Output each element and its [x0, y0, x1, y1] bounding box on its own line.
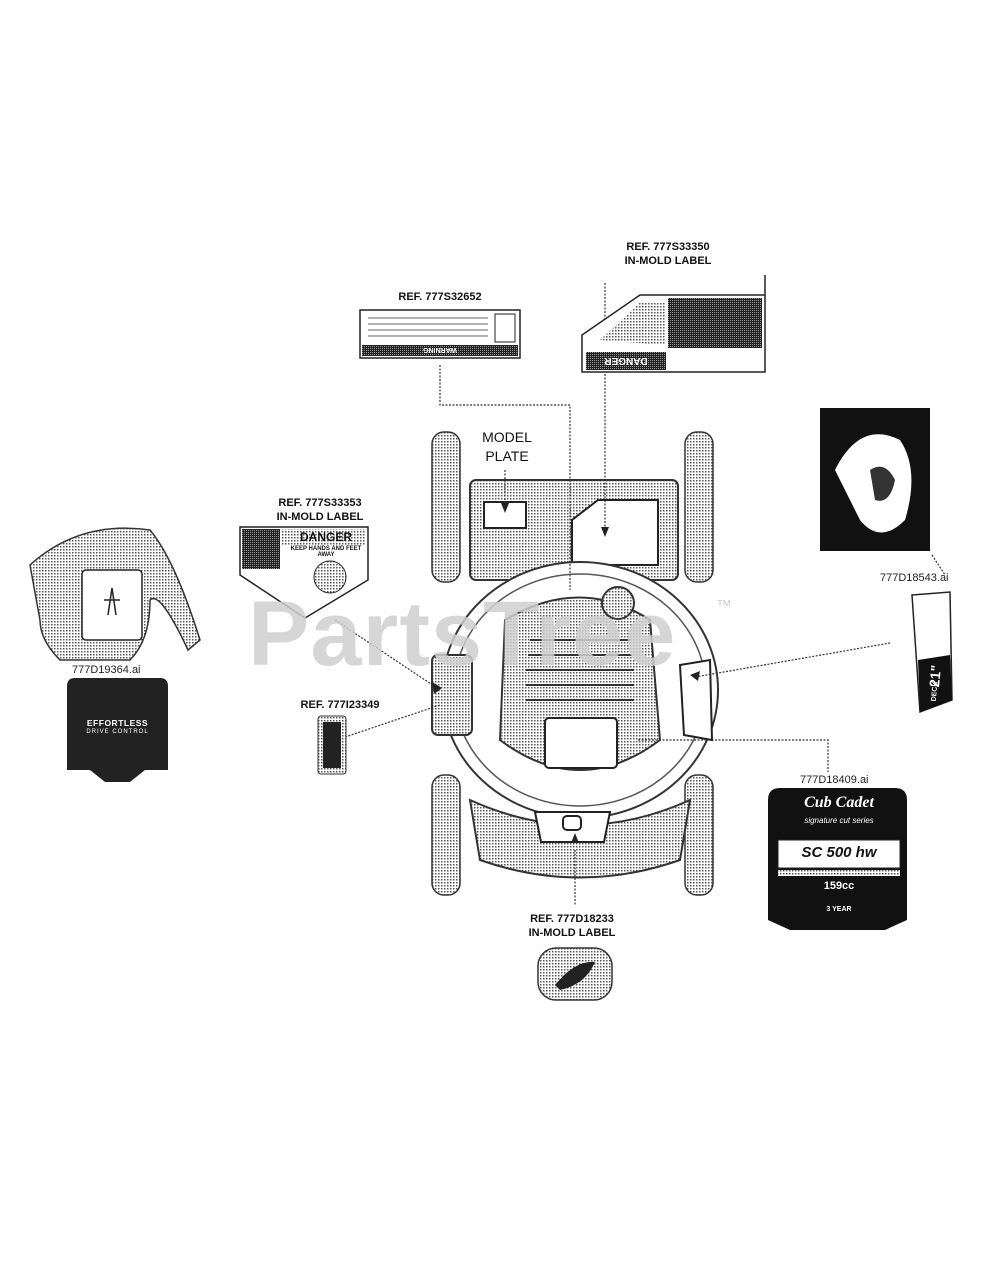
cubcadet-series: signature cut series: [804, 816, 874, 825]
danger-left-decal: [239, 526, 369, 619]
warning-title: WARNING: [423, 346, 457, 353]
callout-ref-777s33353: REF. 777S33353: [278, 497, 362, 509]
cubcadet-model: SC 500 hw: [801, 844, 877, 861]
danger-left-title: DANGER: [299, 530, 352, 544]
front-logo-area: [562, 815, 582, 831]
model-plate-line1: MODEL: [482, 429, 532, 445]
leader-lines: [334, 283, 946, 905]
danger-top-decal: [581, 275, 766, 373]
warning-label-decal: [359, 309, 521, 359]
front-label-area: [544, 717, 618, 769]
deck-decal: [911, 591, 953, 714]
callout-note-777s33350: IN-MOLD LABEL: [624, 255, 712, 267]
trademark-symbol: ™: [716, 598, 732, 615]
right-photo-decal: [820, 408, 930, 551]
cubcadet-warranty: 3 YEAR: [826, 906, 852, 913]
rear-right-wheel: [684, 431, 714, 583]
fuel-cap: [601, 586, 635, 620]
front-right-wheel: [684, 774, 714, 896]
danger-left-subtitle: KEEP HANDS AND FEET AWAY: [290, 546, 362, 558]
callout-ref-777s33350: REF. 777S33350: [626, 241, 710, 253]
effortless-decal: [67, 678, 168, 782]
effortless-line2: DRIVE CONTROL: [86, 729, 149, 735]
file-777d19364: 777D19364.ai: [72, 664, 141, 676]
danger-top-title: DANGER: [604, 355, 648, 366]
danger-label-area: [571, 499, 659, 566]
cubcadet-decal: [768, 788, 907, 930]
cubcadet-brand: Cub Cadet: [804, 794, 874, 811]
callout-note-777d18233: IN-MOLD LABEL: [528, 927, 616, 939]
vertical-decal: [317, 715, 347, 775]
effortless-line1: EFFORTLESS: [86, 718, 149, 728]
callout-ref-777d18233: REF. 777D18233: [530, 913, 614, 925]
logo-decal: [537, 947, 613, 1001]
leader-arrowheads: [432, 503, 700, 843]
callout-note-777s33353: IN-MOLD LABEL: [276, 511, 364, 523]
cubcadet-engine: 159cc: [823, 880, 855, 892]
rear-left-wheel: [431, 431, 461, 583]
model-plate-line2: PLATE: [485, 448, 529, 464]
mower-outline: [431, 431, 719, 896]
front-left-wheel: [431, 774, 461, 896]
left-label-area: [431, 654, 473, 736]
file-777d18409: 777D18409.ai: [800, 774, 869, 786]
callout-ref-777s32652: REF. 777S32652: [398, 291, 482, 303]
watermark-text: PartsTree: [248, 583, 677, 685]
callout-ref-777i23349: REF. 777I23349: [300, 699, 380, 711]
file-777d18543: 777D18543.ai: [880, 572, 949, 584]
right-label-area: [678, 658, 714, 742]
handle-drawing: [29, 527, 201, 661]
